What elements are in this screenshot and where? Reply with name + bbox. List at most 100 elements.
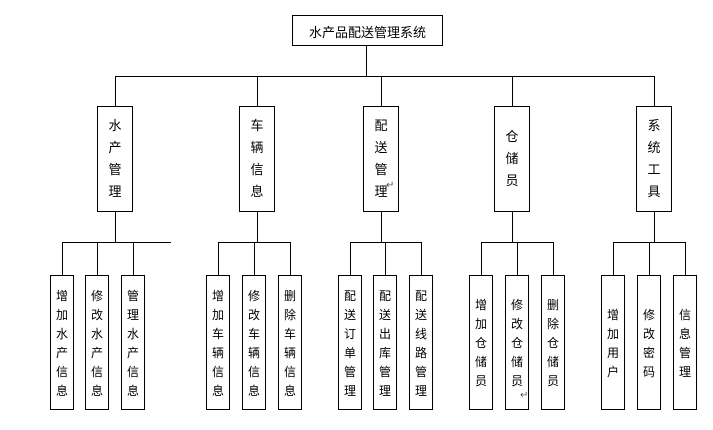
child-node-2-1-char-5: 理: [378, 384, 391, 398]
child-node-4-2: 信息管理: [673, 275, 697, 410]
child-node-3-0: 增加仓储员: [469, 275, 493, 410]
child-node-0-2-char-4: 信: [126, 365, 139, 379]
group-node-2-char-1: 送: [374, 141, 388, 156]
child-node-3-2-char-3: 储: [546, 355, 559, 369]
child-node-0-0-char-5: 息: [55, 384, 68, 398]
root-node: 水产品配送管理系统: [292, 15, 443, 46]
group-node-4-char-1: 统: [647, 141, 661, 156]
group-node-3-char-0: 仓: [505, 130, 519, 145]
group-node-4-label: 系统工具: [637, 116, 671, 204]
child-node-2-0-char-1: 送: [343, 308, 356, 322]
root-connector: [366, 46, 367, 76]
child-node-1-1-char-5: 息: [247, 384, 260, 398]
group-node-3-char-2: 员: [505, 174, 519, 189]
child-node-4-0-char-1: 加: [606, 327, 619, 341]
child-node-4-2-char-2: 管: [678, 346, 691, 360]
child-node-2-2-char-0: 配: [414, 289, 427, 303]
child-node-0-1-char-0: 修: [90, 289, 103, 303]
child-node-1-0: 增加车辆信息: [206, 275, 230, 410]
group-node-0-char-0: 水: [108, 119, 122, 134]
child-node-3-2-char-4: 员: [546, 374, 559, 388]
group-node-1-char-3: 息: [250, 185, 264, 200]
child-node-1-1-char-2: 车: [247, 327, 260, 341]
child-node-2-0-char-5: 理: [343, 384, 356, 398]
child-node-4-1-label: 修改密码: [638, 306, 660, 382]
child-node-2-1-char-4: 管: [378, 365, 391, 379]
child-node-0-2: 管理水产信息: [121, 275, 145, 410]
child-node-4-0-label: 增加用户: [602, 306, 624, 382]
child-node-2-0-char-3: 单: [343, 346, 356, 360]
child-node-2-2-char-4: 管: [414, 365, 427, 379]
group-down-connector-4: [654, 212, 655, 242]
group-node-3-char-1: 储: [505, 152, 519, 167]
child-node-3-2-label: 删除仓储员: [542, 296, 564, 391]
child-connector-2-2: [421, 242, 422, 275]
group-node-3-label: 仓储员: [495, 127, 529, 193]
child-node-1-0-char-4: 信: [211, 365, 224, 379]
child-node-1-2-char-3: 辆: [283, 346, 296, 360]
child-node-2-2: 配送线路管理: [409, 275, 433, 410]
group-node-0-char-1: 产: [108, 141, 122, 156]
child-node-0-2-char-3: 产: [126, 346, 139, 360]
child-node-3-0-char-0: 增: [474, 298, 487, 312]
child-node-3-0-char-2: 仓: [474, 336, 487, 350]
group-node-0-char-3: 理: [108, 185, 122, 200]
child-node-2-1: 配送出库管理: [373, 275, 397, 410]
child-node-3-0-char-3: 储: [474, 355, 487, 369]
child-connector-0-0: [62, 242, 63, 275]
child-node-2-2-char-2: 线: [414, 327, 427, 341]
child-node-3-1: 修改仓储员: [505, 275, 529, 410]
group-connector-0: [115, 76, 116, 106]
group-down-connector-2: [381, 212, 382, 242]
child-node-0-1-char-3: 产: [90, 346, 103, 360]
child-node-3-2-char-2: 仓: [546, 336, 559, 350]
group-down-connector-3: [512, 212, 513, 242]
child-node-3-2-char-0: 删: [546, 298, 559, 312]
child-node-4-0-char-0: 增: [606, 308, 619, 322]
group-node-1-char-1: 辆: [250, 141, 264, 156]
child-connector-3-1: [517, 242, 518, 275]
child-node-4-2-char-1: 息: [678, 327, 691, 341]
child-node-4-0-char-2: 用: [606, 346, 619, 360]
child-connector-2-1: [385, 242, 386, 275]
child-node-0-2-char-2: 水: [126, 327, 139, 341]
child-node-1-2-label: 删除车辆信息: [279, 287, 301, 401]
group-node-1-char-2: 信: [250, 163, 264, 178]
group-connector-4: [654, 76, 655, 106]
group-node-3: 仓储员: [494, 106, 530, 212]
child-node-1-2-char-1: 除: [283, 308, 296, 322]
child-node-0-2-char-5: 息: [126, 384, 139, 398]
child-connector-4-2: [685, 242, 686, 275]
child-node-3-0-char-4: 员: [474, 374, 487, 388]
group-node-2-label: 配送管理: [364, 116, 398, 204]
child-node-3-2-char-1: 除: [546, 317, 559, 331]
child-node-3-0-char-1: 加: [474, 317, 487, 331]
child-node-2-2-label: 配送线路管理: [410, 287, 432, 401]
child-node-1-2-char-2: 车: [283, 327, 296, 341]
child-node-3-1-char-1: 改: [510, 317, 523, 331]
child-node-2-2-char-1: 送: [414, 308, 427, 322]
child-node-1-1-char-3: 辆: [247, 346, 260, 360]
child-node-1-0-char-3: 辆: [211, 346, 224, 360]
group-node-4-char-3: 具: [647, 185, 661, 200]
child-node-2-0: 配送订单管理: [338, 275, 362, 410]
child-connector-1-1: [254, 242, 255, 275]
child-node-1-0-char-1: 加: [211, 308, 224, 322]
group-node-2-char-0: 配: [374, 119, 388, 134]
child-connector-1-0: [218, 242, 219, 275]
group-node-0-char-2: 管: [108, 163, 122, 178]
group-node-4: 系统工具: [636, 106, 672, 212]
child-node-3-1-char-4: 员: [510, 374, 523, 388]
child-node-3-1-char-0: 修: [510, 298, 523, 312]
child-node-2-1-char-3: 库: [378, 346, 391, 360]
child-node-0-0-char-1: 加: [55, 308, 68, 322]
child-node-3-1-char-2: 仓: [510, 336, 523, 350]
child-node-4-0-char-3: 户: [606, 365, 619, 379]
child-node-3-1-label: 修改仓储员: [506, 296, 528, 391]
child-node-3-2: 删除仓储员: [541, 275, 565, 410]
child-node-4-1: 修改密码: [637, 275, 661, 410]
child-node-0-0: 增加水产信息: [50, 275, 74, 410]
child-node-0-1-label: 修改水产信息: [86, 287, 108, 401]
child-node-4-2-char-3: 理: [678, 365, 691, 379]
child-node-0-1-char-1: 改: [90, 308, 103, 322]
